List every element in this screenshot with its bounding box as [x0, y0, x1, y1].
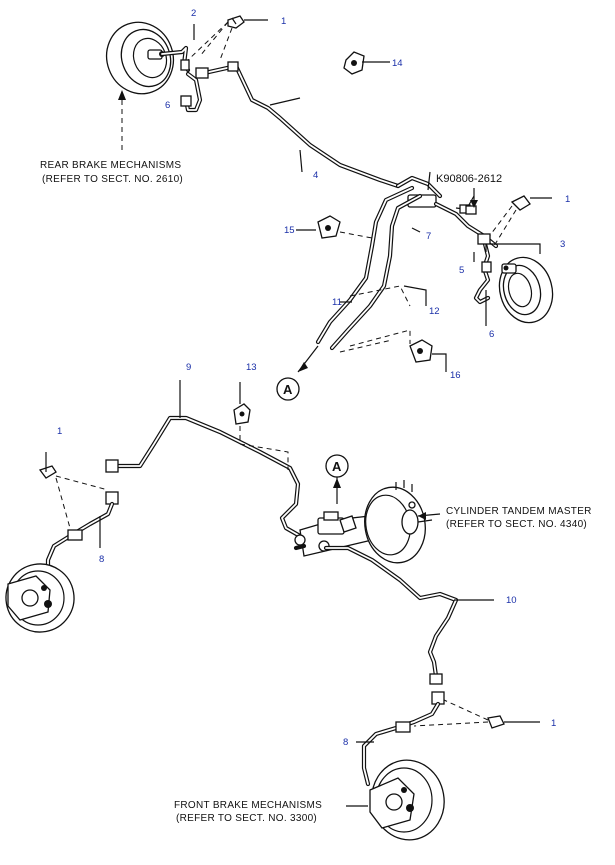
callout-6-top: 6 — [165, 100, 170, 111]
front-brake-line-10 — [323, 545, 494, 685]
callout-12: 12 — [429, 306, 440, 317]
front-left-hose-8 — [45, 491, 119, 583]
rear-left-hose — [159, 45, 203, 113]
rear-right-hose — [473, 233, 541, 326]
callout-2: 2 — [191, 8, 196, 19]
callout-14: 14 — [392, 58, 403, 69]
reference-code: K90806-2612 — [436, 173, 502, 185]
callout-8-bottom: 8 — [343, 737, 348, 748]
callout-4: 4 — [313, 170, 318, 181]
front-brake-caption-line1: FRONT BRAKE MECHANISMS — [174, 800, 322, 811]
callout-7: 7 — [426, 231, 431, 242]
marker-a-top-letter: A — [332, 459, 342, 474]
front-brake-line-9 — [105, 380, 315, 543]
cylinder-caption-line1: CYLINDER TANDEM MASTER — [446, 506, 592, 517]
callout-13: 13 — [246, 362, 257, 373]
rear-brake-caption-line2: (REFER TO SECT. NO. 2610) — [42, 174, 183, 185]
brake-lines-11-12 — [315, 185, 427, 351]
callout-1-left: 1 — [57, 426, 62, 437]
clip-part-16 — [409, 339, 447, 372]
callout-16: 16 — [450, 370, 461, 381]
callout-1-bottom: 1 — [551, 718, 556, 729]
brake-booster — [364, 480, 433, 564]
clip-part-14 — [343, 51, 390, 75]
clip-part-1-left — [38, 452, 57, 479]
rear-brake-caption-line1: REAR BRAKE MECHANISMS — [40, 160, 181, 171]
cylinder-caption-line2: (REFER TO SECT. NO. 4340) — [446, 519, 587, 530]
callout-10: 10 — [506, 595, 517, 606]
callout-1-top: 1 — [281, 16, 286, 27]
rear-left-brake-drum — [105, 21, 175, 95]
clip-part-13 — [233, 382, 251, 425]
clip-part-1-right — [510, 195, 552, 211]
connector-marker-a-top — [325, 454, 349, 504]
callout-5: 5 — [459, 265, 464, 276]
rear-right-brake-drum — [498, 256, 554, 324]
clip-part-1-top — [227, 15, 268, 29]
callout-8-left: 8 — [99, 554, 104, 565]
front-right-brake-rotor — [369, 759, 445, 841]
callout-6-right: 6 — [489, 329, 494, 340]
callout-3: 3 — [560, 239, 565, 250]
clip-part-15 — [296, 215, 341, 239]
front-left-brake-rotor — [5, 563, 75, 633]
callout-9: 9 — [186, 362, 191, 373]
front-brake-caption-line2: (REFER TO SECT. NO. 3300) — [176, 813, 317, 824]
callout-1-right: 1 — [565, 194, 570, 205]
callout-11: 11 — [332, 297, 342, 308]
front-right-hose-8 — [356, 691, 445, 787]
callout-15: 15 — [284, 225, 295, 236]
reference-bolt — [465, 188, 478, 215]
connector-marker-a-bottom — [276, 345, 319, 401]
rear-brake-line-4 — [195, 61, 401, 189]
marker-a-bottom-letter: A — [283, 382, 293, 397]
clip-part-1-bottom — [487, 715, 540, 729]
